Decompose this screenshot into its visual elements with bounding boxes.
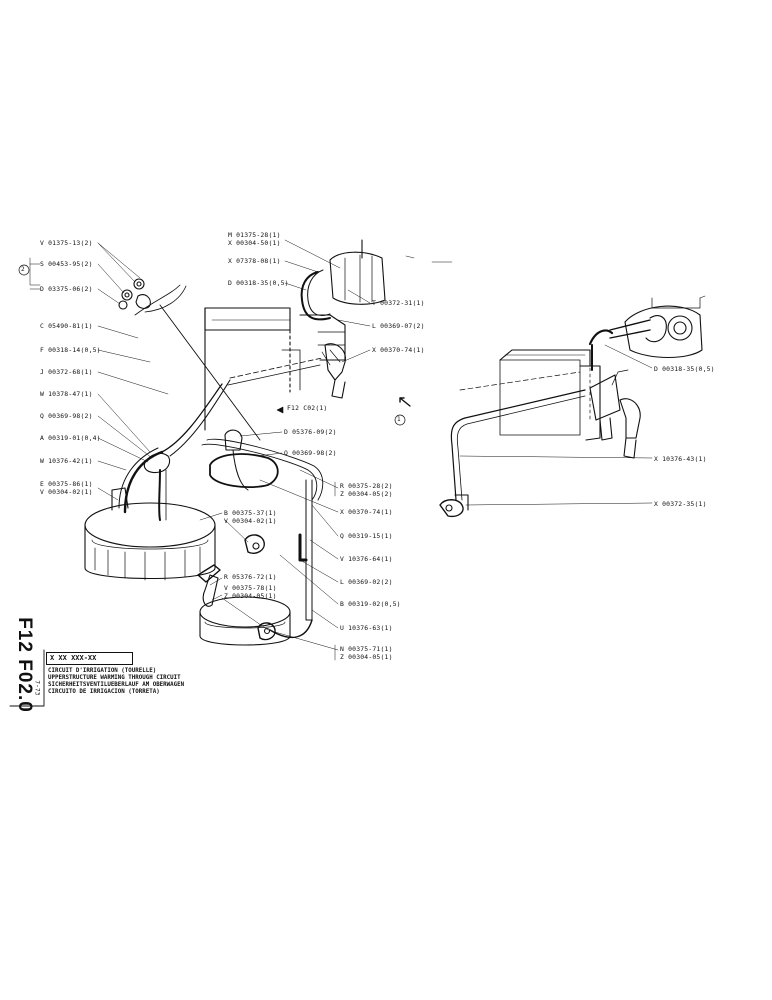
- ref-note: F12 C02(1): [287, 404, 328, 412]
- leader-lines-mid: [199, 431, 339, 661]
- title-line-en: UPPERSTRUCTURE WARMING THROUGH CIRCUIT: [48, 675, 181, 681]
- label-l00369-top: L 00369-07(2): [372, 322, 425, 330]
- label-a00319: A 00319-01(0,4): [40, 434, 101, 442]
- title-line-es: CIRCUITO DE IRRIGACION (TORRETA): [48, 689, 160, 695]
- sheet-frame: [9, 649, 45, 707]
- label-d03375: D 03375-06(2): [40, 285, 93, 293]
- fittings-cluster: [118, 278, 151, 310]
- tank-upper: [84, 487, 216, 581]
- title-line-fr: CIRCUIT D'IRRIGATION (TOURELLE): [48, 668, 157, 674]
- view-arrow-icon: [399, 397, 411, 407]
- label-x00304-top: X 00304-50(1): [228, 239, 281, 247]
- pipe-right: [450, 371, 586, 501]
- label-v00304-lower: V 00304-02(1): [224, 517, 277, 525]
- label-b00319: B 00319-02(0,5): [340, 600, 401, 608]
- label-b00375: B 00375-37(1): [224, 509, 277, 517]
- label-z00304-bottom: Z 00304-05(1): [340, 653, 393, 661]
- dashed-pipe-upper: [229, 357, 323, 379]
- group-marker-circle: [18, 264, 30, 276]
- leader-lines-right: [459, 344, 653, 506]
- ref-arrow-icon: [276, 406, 284, 414]
- pump-unit-top: [300, 239, 386, 321]
- leader-lines-top: [284, 239, 371, 363]
- label-x00372: X 00372-35(1): [654, 500, 707, 508]
- fitting-right-bottom: [439, 494, 469, 518]
- label-e00375: E 00375-86(1): [40, 480, 93, 488]
- view-marker: 1: [397, 416, 401, 423]
- label-v00375: V 00375-78(1): [224, 584, 277, 592]
- fitting-n00375: [257, 622, 276, 641]
- label-x10376: X 10376-43(1): [654, 455, 707, 463]
- label-m01375: M 01375-28(1): [228, 231, 281, 239]
- label-v10376: V 10376-64(1): [340, 555, 393, 563]
- label-q00319: Q 00319-15(1): [340, 532, 393, 540]
- label-w10378: W 10378-47(1): [40, 390, 93, 398]
- label-q00369-left: Q 00369-98(2): [40, 412, 93, 420]
- label-s00453: S 00453-95(2): [40, 260, 93, 268]
- title-line-de: SICHERHEITSVENTILUEBERLAUF AM OBERWAGEN: [48, 682, 185, 688]
- label-x07378: X 07378-08(1): [228, 257, 281, 265]
- label-d00318-top: D 00318-35(0,5): [228, 279, 289, 287]
- tank-lower: [197, 564, 291, 646]
- label-l00369-mid: L 00369-02(2): [340, 578, 393, 586]
- pump-unit-right: [588, 295, 706, 371]
- label-x00370-top: X 00370-74(1): [372, 346, 425, 354]
- label-v01375: V 01375-13(2): [40, 239, 93, 247]
- label-q00369-mid: Q 00369-98(2): [284, 449, 337, 457]
- sheet-date: 7-73: [33, 680, 41, 696]
- label-x00370-mid: X 00370-74(1): [340, 508, 393, 516]
- label-d00318-right: D 00318-35(0,5): [654, 365, 715, 373]
- label-t00372: T 00372-31(1): [372, 299, 425, 307]
- label-z00304-mid: Z 00304-05(2): [340, 490, 393, 498]
- label-r05376: R 05376-72(1): [224, 573, 277, 581]
- label-d05376: D 05376-09(2): [284, 428, 337, 436]
- label-f00318: F 00318-14(0,5): [40, 346, 101, 354]
- label-v00304-left: V 00304-02(1): [40, 488, 93, 496]
- sheet-code: F12 F02.0: [13, 617, 35, 713]
- relief-valve-right: [589, 369, 641, 459]
- label-n00375: N 00375-71(1): [340, 645, 393, 653]
- hose-lines-left: [118, 379, 324, 639]
- leader-lines-left: [29, 242, 261, 501]
- label-z00304-lower: Z 00304-05(1): [224, 592, 277, 600]
- label-r00375: R 00375-28(2): [340, 482, 393, 490]
- label-w10376: W 10376-42(1): [40, 457, 93, 465]
- label-j00372: J 00372-68(1): [40, 368, 93, 376]
- elbow-fitting-top: [321, 343, 346, 399]
- label-u10376: U 10376-63(1): [340, 624, 393, 632]
- valve-block-left: [204, 307, 346, 431]
- title-block-ref: X XX XXX-XX: [46, 652, 133, 665]
- view-marker-circle: [394, 414, 406, 426]
- fitting-b00375: [244, 534, 265, 554]
- valve-block-right: [499, 349, 601, 441]
- group-marker: 2: [21, 266, 25, 273]
- label-c05490: C 05490-81(1): [40, 322, 93, 330]
